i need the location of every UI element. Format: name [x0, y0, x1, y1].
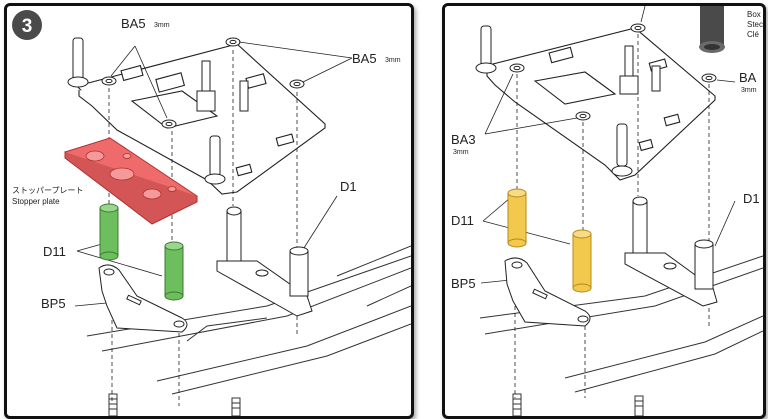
label-box-line2: Stec	[747, 20, 763, 29]
right-assembly-panel: Box Stec Clé	[442, 3, 766, 419]
upper-plate-right	[484, 27, 716, 181]
label-ba5-top-unit: 3mm	[154, 22, 170, 29]
ba5-nuts	[101, 37, 305, 129]
label-d11-right: D11	[451, 213, 474, 228]
bp5-bracket	[98, 264, 188, 333]
ba3-nuts	[509, 23, 717, 121]
d11-spacers-green	[99, 203, 184, 301]
label-box-line1: Box	[747, 10, 761, 19]
step-number: 3	[22, 16, 33, 37]
plate-posts	[67, 37, 249, 185]
stopper-plate	[63, 137, 199, 225]
box-wrench	[699, 6, 725, 53]
left-assembly-drawing: 3	[12, 10, 411, 416]
leader-lines-right	[480, 6, 736, 284]
label-ba-right: BA	[739, 70, 757, 85]
label-d1-right: D1	[743, 191, 760, 206]
label-ba-right-unit: 3mm	[741, 87, 757, 94]
label-box-line3: Clé	[747, 30, 760, 39]
label-ba3-unit: 3mm	[453, 149, 469, 156]
upper-plate	[75, 43, 326, 195]
label-d1: D1	[340, 179, 357, 194]
label-bp5-right: BP5	[451, 276, 476, 291]
step-number-badge: 3	[12, 10, 42, 40]
chassis-lines-right	[479, 255, 763, 393]
leader-lines	[74, 41, 353, 307]
label-ba5-right: BA5	[352, 51, 377, 66]
label-stopper-plate-jp: ストッパープレート	[12, 186, 84, 195]
label-ba3: BA3	[451, 132, 476, 147]
label-bp5: BP5	[41, 296, 66, 311]
d11-spacers-yellow	[507, 188, 592, 293]
left-assembly-panel: 3	[4, 3, 414, 419]
label-ba5-top: BA5	[121, 16, 146, 31]
label-d11: D11	[43, 244, 66, 259]
d1-part	[216, 206, 313, 317]
bottom-screws	[108, 393, 241, 416]
right-assembly-drawing: Box Stec Clé	[451, 6, 763, 416]
label-ba5-right-unit: 3mm	[385, 57, 401, 64]
assembly-axes-right	[514, 34, 710, 398]
label-stopper-plate-en: Stopper plate	[12, 197, 60, 206]
d1-part-right	[624, 196, 718, 307]
bp5-bracket-right	[504, 257, 591, 327]
bottom-screws-right	[512, 393, 644, 416]
plate-posts-right	[475, 25, 661, 177]
